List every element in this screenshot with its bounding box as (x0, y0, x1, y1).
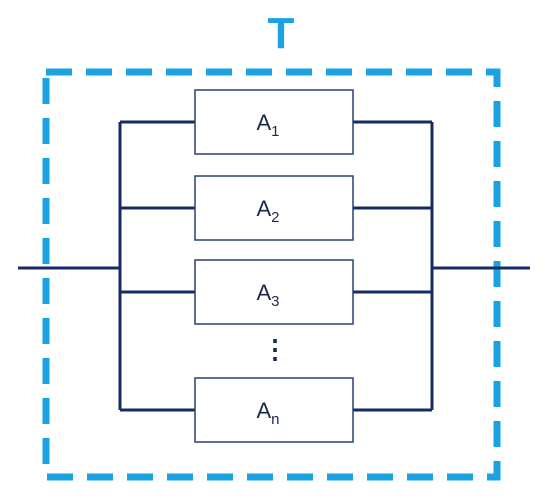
component-label-sub-2: 2 (271, 209, 279, 226)
component-rect-4 (194, 377, 354, 443)
component-label-base-4: A (256, 398, 271, 423)
component-label-3: A3 (256, 280, 279, 310)
component-rect-3 (194, 259, 354, 325)
component-box-1: A1 (194, 89, 354, 155)
component-label-base-2: A (256, 196, 271, 221)
component-box-4: An (194, 377, 354, 443)
component-label-4: An (256, 398, 279, 428)
system-boundary-frame (42, 68, 501, 481)
component-rect-1 (194, 89, 354, 155)
component-label-sub-3: 3 (271, 293, 279, 310)
component-label-1: A1 (256, 110, 279, 140)
component-label-sub-1: 1 (271, 123, 279, 140)
component-label-base-3: A (256, 280, 271, 305)
component-label-sub-4: n (271, 411, 279, 428)
component-rect-2 (194, 175, 354, 241)
component-box-2: A2 (194, 175, 354, 241)
component-label-base-1: A (256, 110, 271, 135)
component-box-3: A3 (194, 259, 354, 325)
wiring (18, 120, 530, 412)
ellipsis-indicator: ⋮ (262, 334, 288, 364)
component-label-2: A2 (256, 196, 279, 226)
system-title: T (268, 9, 295, 58)
